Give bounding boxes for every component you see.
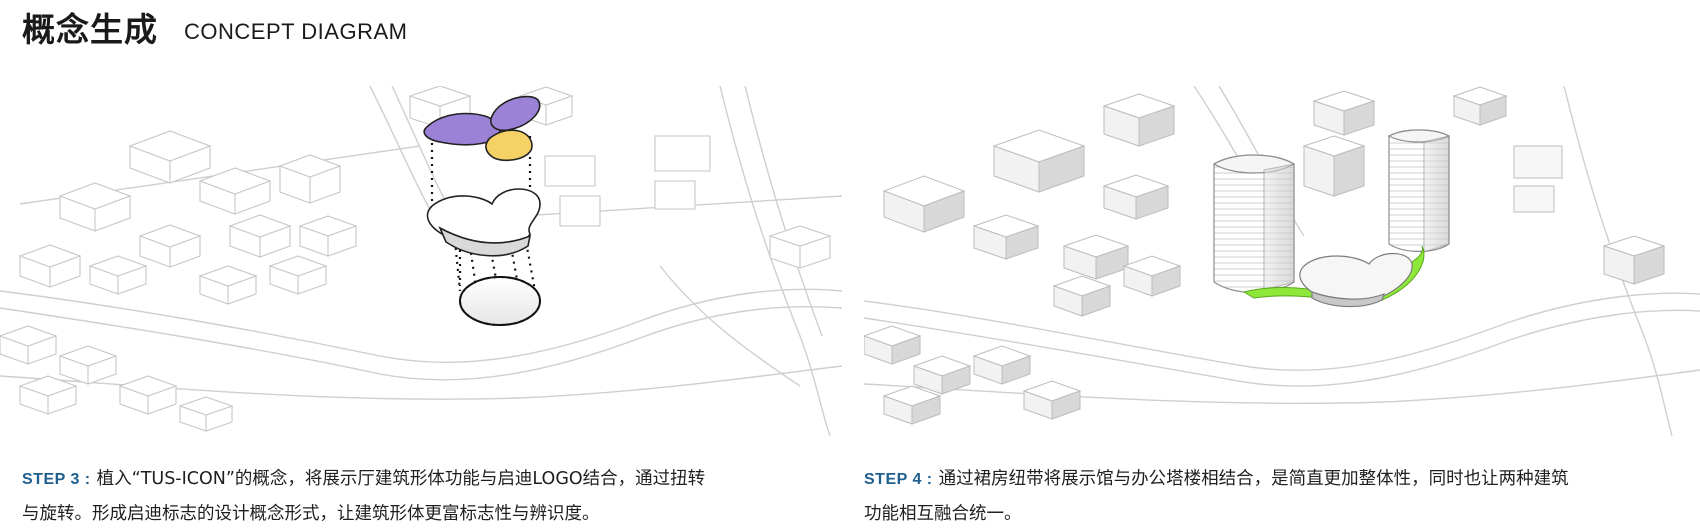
page-header: 概念生成 CONCEPT DIAGRAM [22, 4, 407, 50]
step4-caption: STEP 4 : 通过裙房纽带将展示馆与办公塔楼相结合，是简直更加整体性，同时也让… [864, 462, 1684, 531]
step3-diagram [0, 86, 842, 436]
context-buildings [0, 86, 832, 432]
building-form [426, 188, 541, 257]
context-buildings [864, 86, 1666, 425]
exhibition-hall [1299, 252, 1413, 308]
step3-caption: STEP 3 : 植入“TUS-ICON”的概念，将展示厅建筑形体功能与启迪LOG… [22, 462, 842, 531]
step3-line1: STEP 3 : 植入“TUS-ICON”的概念，将展示厅建筑形体功能与启迪LOG… [22, 462, 842, 497]
logo-petals [423, 95, 541, 162]
office-towers [1212, 129, 1451, 294]
step3-text-line2: 与旋转。形成启迪标志的设计概念形式，让建筑形体更富标志性与辨识度。 [22, 504, 600, 524]
step4-label: STEP 4 : [864, 471, 933, 488]
page-title-cn: 概念生成 [22, 10, 158, 49]
step4-illustration [864, 86, 1700, 436]
step4-text-line1: 通过裙房纽带将展示馆与办公塔楼相结合，是简直更加整体性，同时也让两种建筑 [938, 469, 1569, 489]
context-roads [864, 86, 1700, 436]
step4-text-line2: 功能相互融合统一。 [864, 504, 1022, 524]
step3-label: STEP 3 : [22, 471, 91, 488]
step4-diagram [864, 86, 1700, 436]
step3-illustration [0, 86, 842, 436]
base-disc [459, 276, 541, 326]
page-title-en: CONCEPT DIAGRAM [184, 19, 408, 44]
step3-text-line1: 植入“TUS-ICON”的概念，将展示厅建筑形体功能与启迪LOGO结合，通过扭转 [96, 469, 706, 489]
step4-line1: STEP 4 : 通过裙房纽带将展示馆与办公塔楼相结合，是简直更加整体性，同时也让… [864, 462, 1684, 497]
